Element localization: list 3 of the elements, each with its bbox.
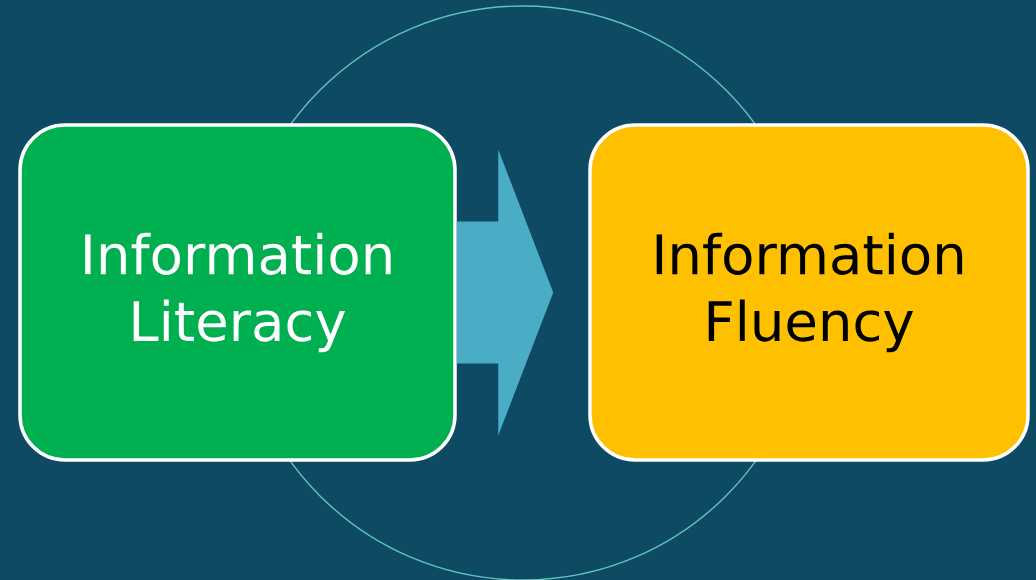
rounded-box: Information Literacy: [18, 123, 457, 462]
block-arrow: [456, 149, 554, 436]
rounded-box: Information Fluency: [588, 123, 1030, 462]
